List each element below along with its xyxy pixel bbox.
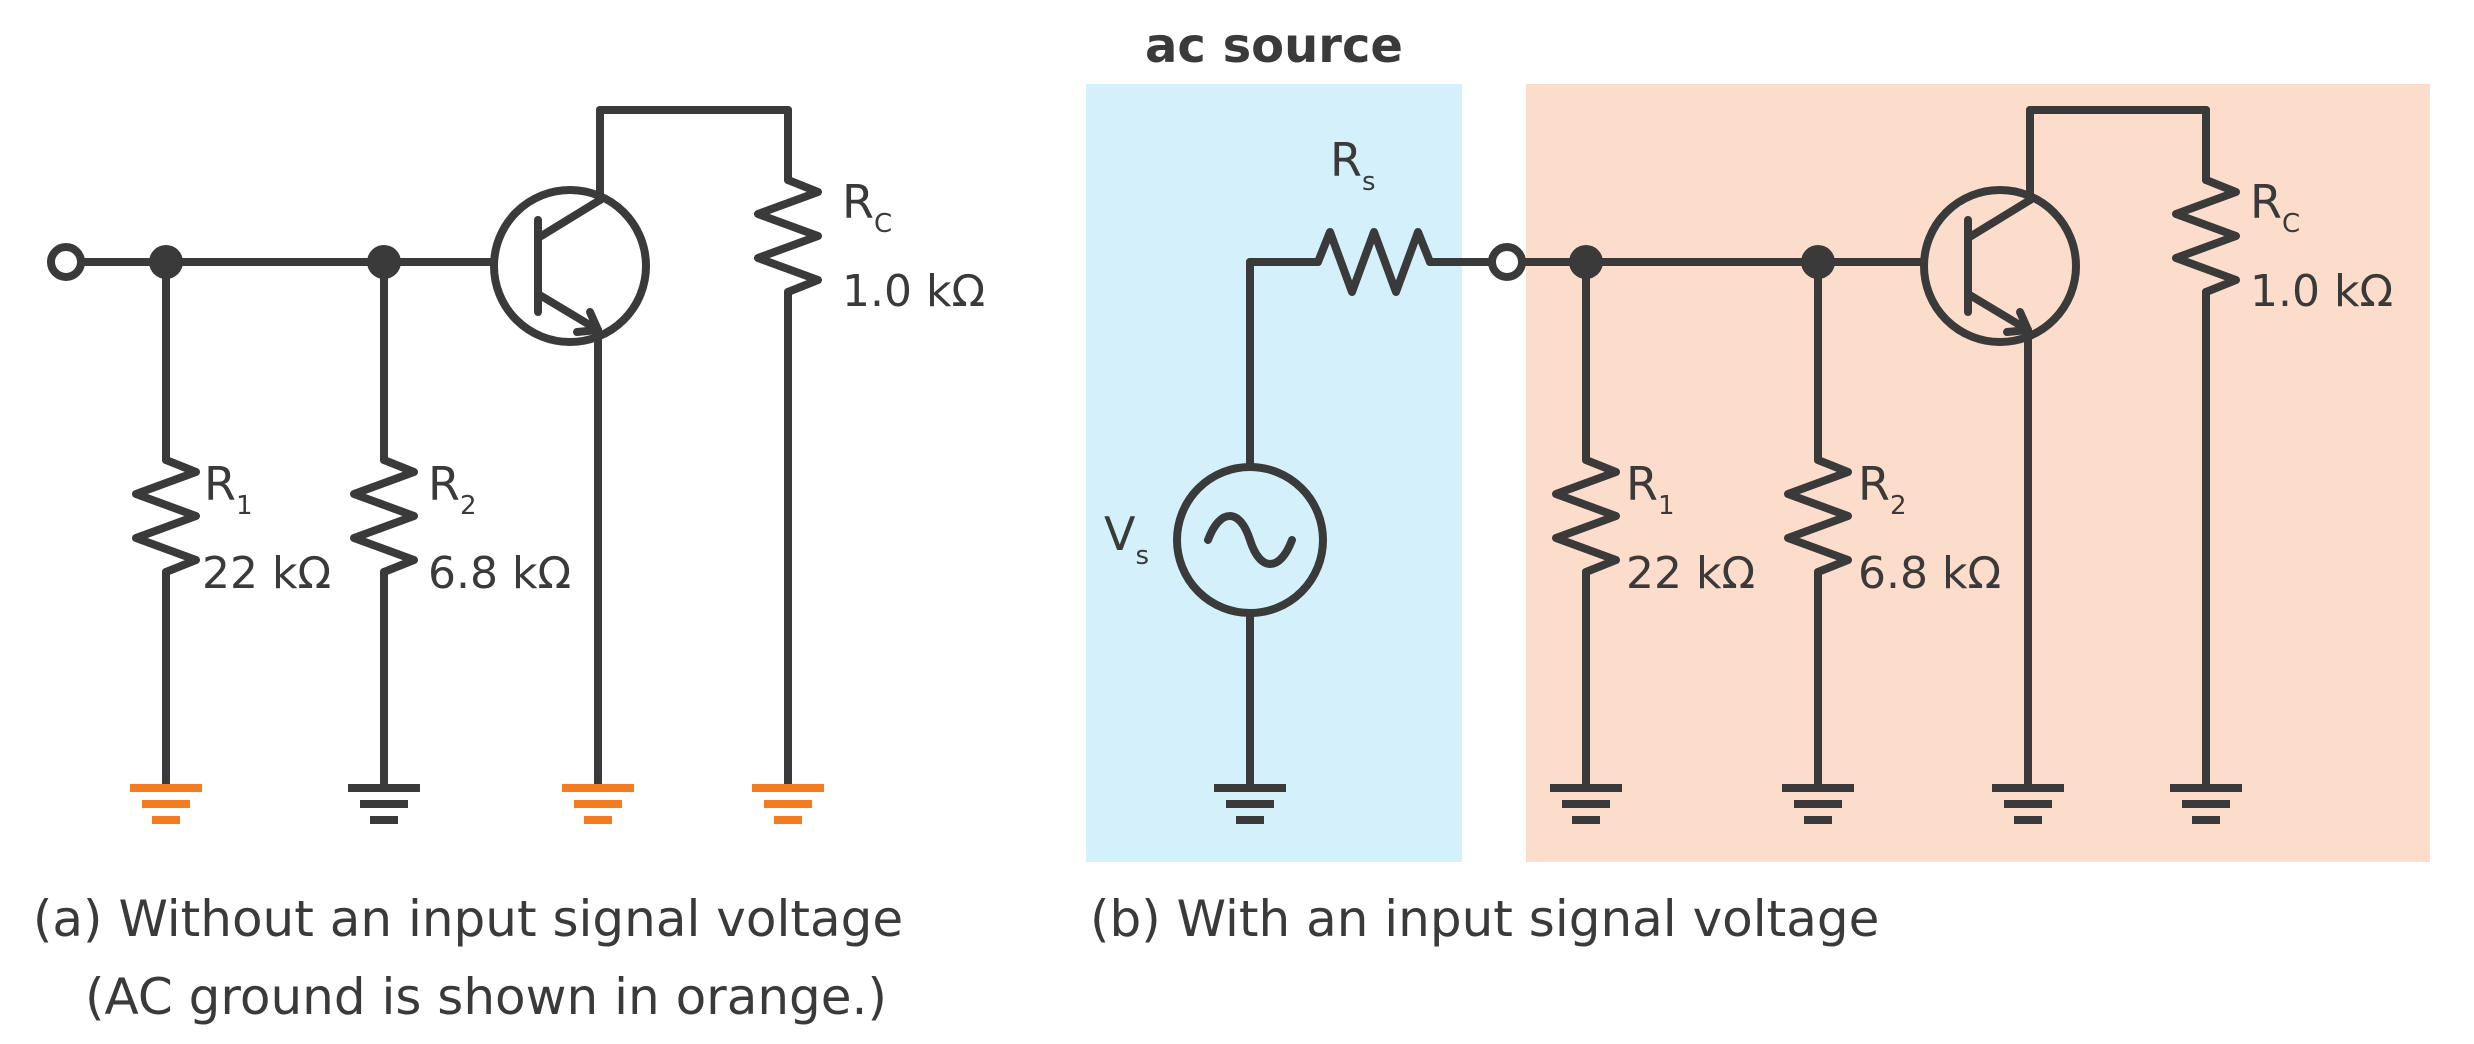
input-terminal — [47, 243, 85, 281]
caption-b: (b) With an input signal voltage — [1090, 890, 1879, 948]
rc-resistor — [754, 176, 822, 296]
r2-value: 6.8 kΩ — [1858, 548, 2001, 599]
ac-ground-icon — [562, 784, 634, 824]
vs-label-subscript: s — [1135, 541, 1149, 571]
r2-resistor — [350, 456, 418, 576]
svg-text:RC: RC — [842, 175, 892, 239]
rs-resistor — [1314, 228, 1434, 296]
rc-value: 1.0 kΩ — [2250, 266, 2393, 317]
r1-value: 22 kΩ — [1626, 548, 1755, 599]
ac-source-title: ac source — [1145, 18, 1403, 74]
svg-text:R2: R2 — [428, 457, 477, 521]
r2-label: R — [428, 457, 460, 511]
ground-icon — [2170, 784, 2242, 824]
ground-icon — [348, 784, 420, 824]
input-terminal — [1488, 243, 1526, 281]
panel-b-circuit — [1173, 106, 2240, 789]
svg-text:R1: R1 — [204, 457, 253, 521]
r2-label: R — [1858, 457, 1890, 511]
r1-value: 22 kΩ — [202, 548, 331, 599]
rc-value: 1.0 kΩ — [842, 266, 985, 317]
r1-label-subscript: 1 — [1658, 491, 1675, 521]
r2-label-subscript: 2 — [460, 491, 477, 521]
sine-wave-icon — [1204, 512, 1296, 568]
junction-dot — [367, 245, 401, 279]
panel-a-circuit — [47, 106, 822, 789]
vs-label: V — [1104, 507, 1136, 561]
rc-label-subscript: C — [2282, 209, 2300, 239]
svg-text:Rs: Rs — [1330, 133, 1376, 197]
r2-label-subscript: 2 — [1890, 491, 1907, 521]
transistor-q — [1920, 186, 2080, 346]
ac-ground-icon — [752, 784, 824, 824]
junction-dot — [149, 245, 183, 279]
r1-label: R — [204, 457, 236, 511]
r1-label-subscript: 1 — [236, 491, 253, 521]
ground-icon — [1550, 784, 1622, 824]
rs-label: R — [1330, 133, 1362, 187]
svg-text:Vs: Vs — [1104, 507, 1149, 571]
rc-resistor — [2172, 176, 2240, 296]
rc-label: R — [2250, 175, 2282, 229]
r1-resistor — [1552, 456, 1620, 576]
r2-resistor — [1784, 456, 1852, 576]
svg-text:RC: RC — [2250, 175, 2300, 239]
caption-a-line1: (a) Without an input signal voltage — [33, 890, 903, 948]
ground-icon — [1214, 784, 1286, 824]
ground-icon — [1992, 784, 2064, 824]
svg-text:R2: R2 — [1858, 457, 1907, 521]
ground-icon — [1782, 784, 1854, 824]
junction-dot — [1569, 245, 1603, 279]
r1-resistor — [132, 456, 200, 576]
svg-text:R1: R1 — [1626, 457, 1675, 521]
rc-label: R — [842, 175, 874, 229]
r2-value: 6.8 kΩ — [428, 548, 571, 599]
rc-label-subscript: C — [874, 209, 892, 239]
junction-dot — [1801, 245, 1835, 279]
transistor-q — [490, 186, 650, 346]
ac-ground-icon — [130, 784, 202, 824]
amplifier-region — [1526, 84, 2430, 862]
r1-label: R — [1626, 457, 1658, 511]
caption-a-line2: (AC ground is shown in orange.) — [85, 968, 887, 1026]
rs-label-subscript: s — [1362, 167, 1376, 197]
